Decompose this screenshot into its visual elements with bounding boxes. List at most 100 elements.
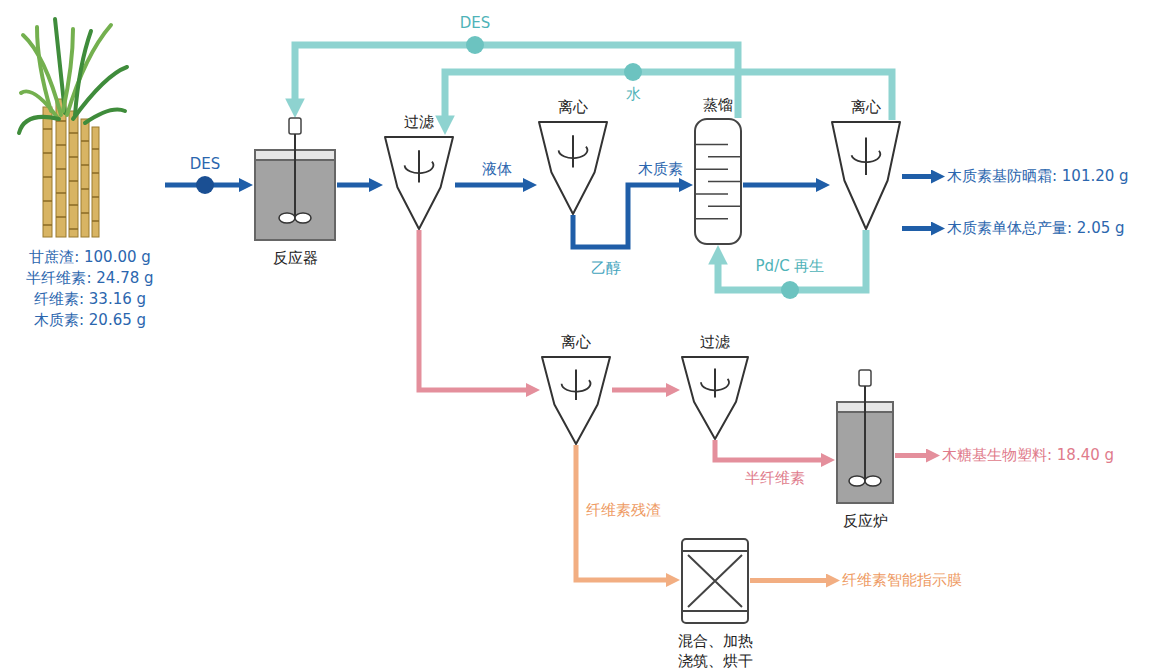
node-label: 离心 <box>561 332 591 353</box>
stream-label-holder: 乙醇 <box>591 258 621 279</box>
text-holder: 甘蔗渣: 100.00 g半纤维素: 24.78 g纤维素: 33.16 g木质… <box>15 247 165 331</box>
flow-connector <box>612 388 672 393</box>
material-source: 甘蔗渣: 100.00 g半纤维素: 24.78 g纤维素: 33.16 g木质… <box>15 15 165 335</box>
product-output: 木糖基生物塑料: 18.40 g <box>940 445 1116 466</box>
cane-stalk <box>69 111 78 237</box>
product-output: 木质素单体总产量: 2.05 g <box>945 218 1127 239</box>
flow-connector <box>902 174 937 179</box>
centrifuge-unit-icon <box>830 120 902 230</box>
text-holder: 离心 <box>558 97 588 118</box>
funnel-outline <box>539 122 607 214</box>
flow-connector <box>750 578 832 583</box>
flow-connector <box>445 72 892 124</box>
text-holder: 纤维素智能指示膜 <box>840 570 964 591</box>
cane-leaf <box>63 29 73 111</box>
edge-label-holder: DES <box>190 154 221 175</box>
edge-label: 液体 <box>482 159 512 180</box>
filter-unit: 过滤 <box>383 135 455 230</box>
cane-node <box>56 192 66 194</box>
edge-label: 纤维素残渣 <box>586 500 661 521</box>
spindle <box>572 135 574 167</box>
node-label: 离心 <box>851 97 881 118</box>
reactor-vessel: 反应器 <box>253 118 337 242</box>
column-shell <box>695 119 741 244</box>
mixer-shell <box>682 539 748 623</box>
cane-node <box>69 228 78 230</box>
mixing-unit: 混合、加热 浇筑、烘干 <box>680 537 750 625</box>
cane-node <box>81 212 89 214</box>
spindle <box>575 369 577 400</box>
node-label: 木质素单体总产量: 2.05 g <box>947 218 1125 239</box>
shaft <box>864 386 866 479</box>
text-holder: 离心 <box>851 97 881 118</box>
tray <box>708 156 741 158</box>
node-label: 甘蔗渣: 100.00 g <box>15 247 165 268</box>
edge-label-holder: DES <box>460 13 491 34</box>
node-label: 纤维素智能指示膜 <box>842 570 962 591</box>
reactor-furnace: 反应炉 <box>835 370 895 505</box>
filter-unit-icon <box>383 135 455 230</box>
node-label: 木质素: 20.65 g <box>15 310 165 331</box>
node-label: 半纤维素: 24.78 g <box>15 268 165 289</box>
text-holder: 离心 <box>561 332 591 353</box>
edge-label: DES <box>460 13 491 34</box>
product-output: 木质素基防晒霜: 101.20 g <box>945 166 1131 187</box>
flow-connector <box>715 440 827 460</box>
shaft <box>294 134 296 216</box>
cane-node <box>43 152 52 154</box>
swirl-symbol <box>562 380 591 391</box>
impeller-blade <box>279 213 295 223</box>
cane-node <box>43 128 52 130</box>
edge-label-holder: 半纤维素 <box>745 468 805 489</box>
cane-node <box>69 204 78 206</box>
node-label: 木质素基防晒霜: 101.20 g <box>947 166 1129 187</box>
centrifuge-unit: 离心 <box>540 355 612 445</box>
flow-dot <box>624 63 642 81</box>
flow-connector <box>295 45 738 118</box>
impeller-blade <box>295 213 311 223</box>
funnel-outline <box>682 357 748 439</box>
cane-stalk <box>43 107 52 237</box>
flow-connector <box>743 183 822 188</box>
text-holder: 过滤 <box>700 332 730 353</box>
tray <box>695 218 728 220</box>
mixing-unit-icon <box>680 537 750 625</box>
flow-dot <box>466 36 484 54</box>
node-label: 木糖基生物塑料: 18.40 g <box>942 445 1114 466</box>
node-label: 离心 <box>558 97 588 118</box>
cane-leaf <box>21 91 57 117</box>
flow-connector <box>455 183 529 188</box>
text-holder: 木糖基生物塑料: 18.40 g <box>940 445 1116 466</box>
centrifuge-unit: 离心 <box>537 120 609 215</box>
cane-node <box>92 148 99 150</box>
impeller-blade <box>849 476 865 486</box>
mixer-band <box>682 550 748 552</box>
spindle <box>418 150 420 182</box>
text-holder: 木质素基防晒霜: 101.20 g <box>945 166 1131 187</box>
tray <box>708 206 741 208</box>
cane-leaf <box>75 31 91 115</box>
cane-node <box>43 176 52 178</box>
centrifuge-unit: 离心 <box>830 120 902 230</box>
flow-connector <box>718 230 866 290</box>
flow-connector <box>419 230 532 390</box>
centrifuge-unit-icon <box>537 120 609 215</box>
cane-node <box>81 188 89 190</box>
edge-label-holder: 木质素 <box>638 159 683 180</box>
node-label: 纤维素: 33.16 g <box>15 289 165 310</box>
text-holder: 反应炉 <box>843 511 888 532</box>
edge-label-holder: 液体 <box>482 159 512 180</box>
cane-node <box>56 168 66 170</box>
flow-connector <box>902 226 937 231</box>
flow-dot <box>196 176 214 194</box>
cane-node <box>69 156 78 158</box>
text-holder: 木质素单体总产量: 2.05 g <box>945 218 1127 239</box>
flow-dot <box>781 281 799 299</box>
edge-label: 水 <box>626 84 641 105</box>
funnel-outline <box>385 137 453 229</box>
cane-node <box>56 144 66 146</box>
cane-leaf <box>37 27 51 111</box>
swirl-symbol <box>559 147 588 158</box>
edge-label: DES <box>190 154 221 175</box>
cane-node <box>43 200 52 202</box>
